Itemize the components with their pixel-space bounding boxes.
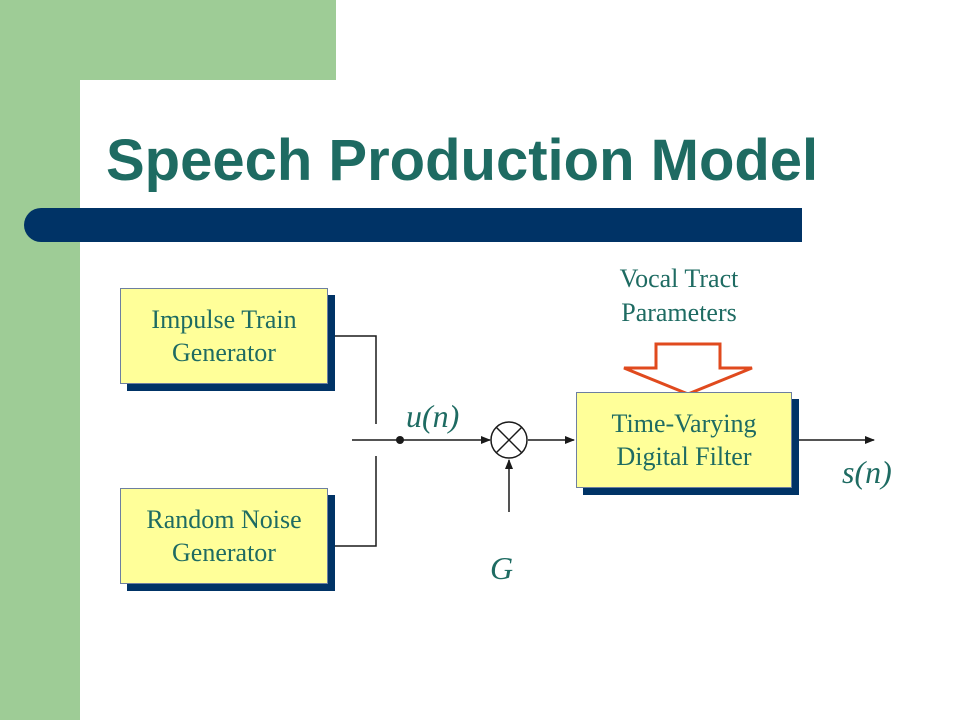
slide-title: Speech Production Model: [106, 128, 819, 193]
noise-output-wire: [330, 456, 377, 547]
time-varying-digital-filter-block: Time-Varying Digital Filter: [576, 392, 792, 488]
parameter-arrow-icon: [623, 342, 753, 396]
circle-cross-multiplier-icon: [490, 421, 528, 459]
corner-band: [0, 0, 336, 80]
random-noise-generator-block: Random Noise Generator: [120, 488, 328, 584]
selector-switch-icon: [396, 436, 404, 444]
impulse-train-generator-block: Impulse Train Generator: [120, 288, 328, 384]
gain-label: G: [490, 550, 514, 586]
vocal-tract-parameters-label: Vocal Tract Parameters: [619, 264, 739, 327]
title-rule: [24, 208, 802, 242]
side-band: [0, 0, 80, 720]
excitation-signal-label: u(n): [406, 398, 460, 434]
output-signal-label: s(n): [842, 454, 892, 490]
impulse-output-wire: [330, 335, 377, 424]
content-panel: [80, 80, 960, 720]
